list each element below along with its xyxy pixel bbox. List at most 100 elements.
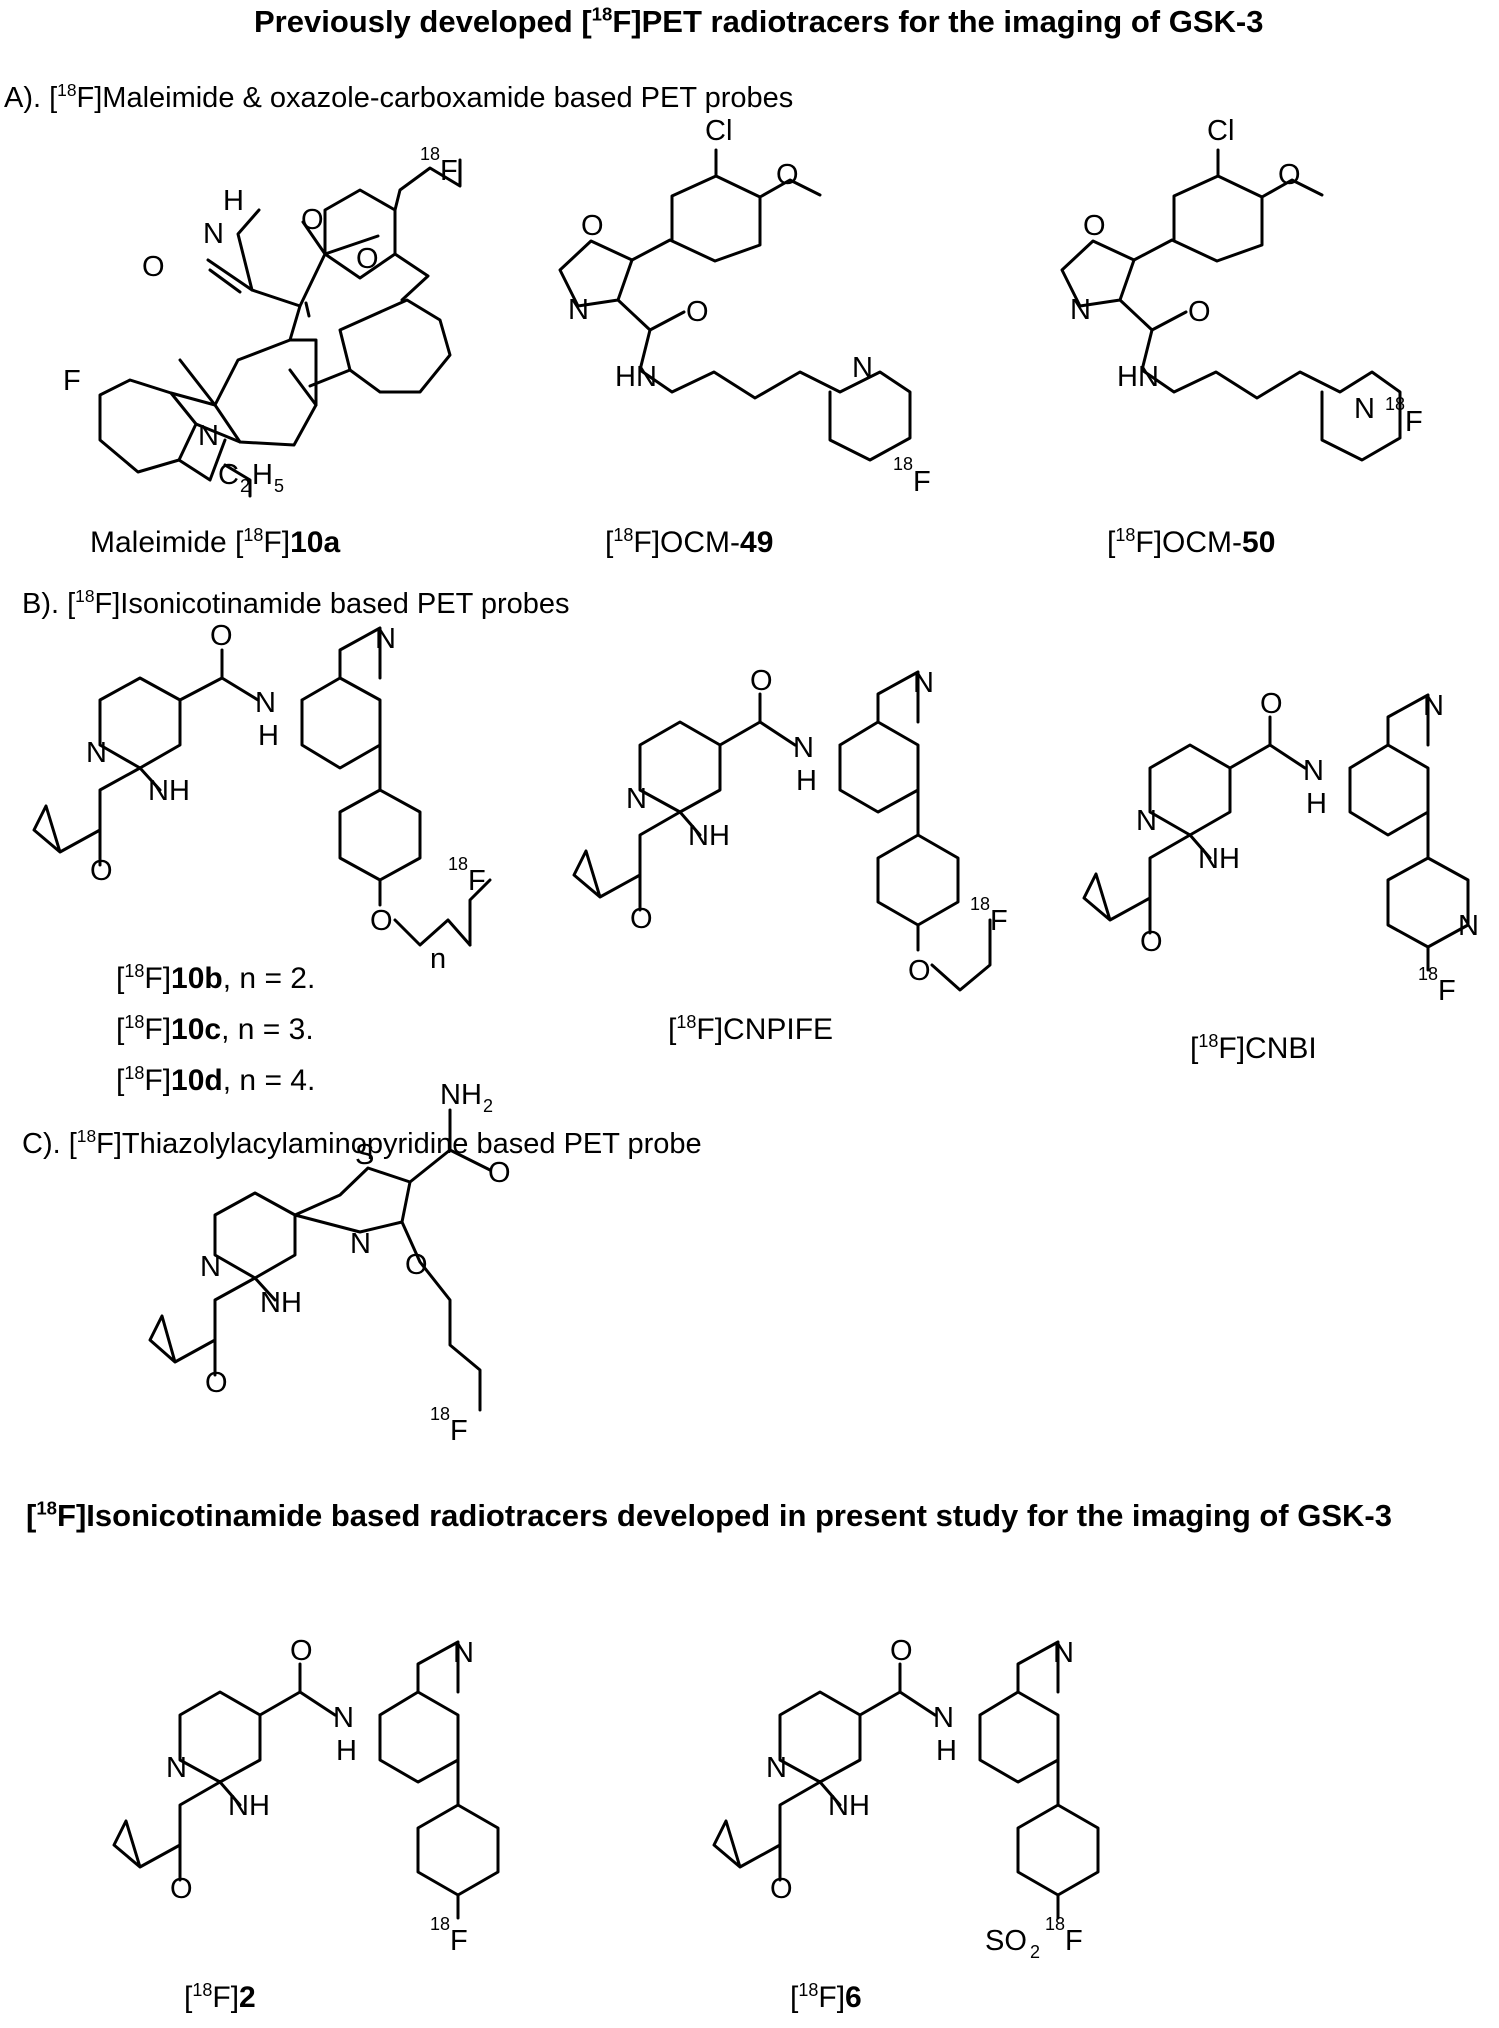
iso-18-cnbi: 18	[1418, 964, 1438, 984]
atom-O-amide-10b: O	[210, 620, 233, 652]
atom-F-indole: F	[63, 365, 81, 397]
structure-2: O N H N N NH O 18 F	[112, 1635, 500, 1957]
caption-ocm49: [18F]OCM-49	[605, 524, 774, 559]
atom-N-pyr-top-6: N	[1053, 1637, 1074, 1669]
iso-18-10a: 18	[420, 144, 440, 164]
atom-F-cnbi: F	[1438, 975, 1456, 1007]
atom-O-methoxy-49: O	[776, 159, 799, 191]
atom-O-cp-cnbi: O	[1140, 926, 1163, 958]
structure-thiazolyl: N S N NH NH 2 O O O 18 F	[148, 1079, 511, 1447]
atom-n-10b: n	[430, 943, 446, 975]
section-b-heading: B). [18F]Isonicotinamide based PET probe…	[22, 586, 570, 620]
structure-cnbi: O N H N N NH O N 18 F	[1082, 688, 1479, 1007]
atom-H-amide-2: H	[336, 1735, 357, 1767]
atom-F-49: F	[913, 466, 931, 498]
atom-N-pyr-top-cnpife: N	[913, 667, 934, 699]
caption-10d: [18F]10d, n = 4.	[116, 1062, 316, 1097]
atom-H-imide: H	[223, 185, 244, 217]
atom-H-amide-cnpife: H	[796, 765, 817, 797]
iso-18-6: 18	[1045, 1914, 1065, 1934]
atom-O-amide-cnpife: O	[750, 665, 773, 697]
atom-N-indole: N	[198, 420, 219, 452]
caption-cnpife: [18F]CNPIFE	[668, 1011, 834, 1046]
figure-title-bottom: [18F]Isonicotinamide based radiotracers …	[26, 1497, 1392, 1533]
iso-18-49: 18	[893, 454, 913, 474]
atom-F-50: F	[1405, 406, 1423, 438]
atom-O-cp-6: O	[770, 1873, 793, 1905]
atom-N-oxazole-50: N	[1070, 294, 1091, 326]
atom-N-amide-cnpife: N	[793, 732, 814, 764]
atom-F-cnpife: F	[990, 905, 1008, 937]
atom-O-ether: O	[356, 243, 379, 275]
atom-N-pyr-bottom-cnbi: N	[1458, 910, 1479, 942]
atom-N-pyr-50: N	[1354, 393, 1375, 425]
atom-N-amide-cnbi: N	[1303, 755, 1324, 787]
atom-O-amide-50: O	[1188, 296, 1211, 328]
atom-N-pyr-6: N	[766, 1752, 787, 1784]
atom-N-pyr-2: N	[166, 1752, 187, 1784]
atom-F-10b: F	[468, 865, 486, 897]
atom-F-18-10a: F	[440, 155, 458, 187]
atom-O-amide-cnbi: O	[1260, 688, 1283, 720]
caption-10a: Maleimide [18F]10a	[90, 524, 341, 559]
iso-18-10b: 18	[448, 854, 468, 874]
atom-H-amide-10b: H	[258, 720, 279, 752]
atom-NH-6: NH	[828, 1790, 870, 1822]
caption-2: [18F]2	[184, 1979, 256, 2014]
structure-cnpife: O N H N N NH O O 18 F	[572, 665, 1008, 992]
structure-ocm50: Cl O O N O HN N 18 F	[1060, 115, 1423, 462]
caption-10b: [18F]10b, n = 2.	[116, 960, 316, 995]
atom-N-pyr-top-cnbi: N	[1423, 690, 1444, 722]
atom-O-amide-6: O	[890, 1635, 913, 1667]
iso-18-cnpife: 18	[970, 894, 990, 914]
atom-C-ethyl: C	[218, 459, 239, 491]
atom-N-pyr-49: N	[852, 352, 873, 384]
atom-N-nh2-thz: NH	[440, 1079, 482, 1111]
atom-N-imide: N	[203, 218, 224, 250]
atom-NH-cnpife: NH	[688, 820, 730, 852]
atom-O-oxazole-49: O	[581, 210, 604, 242]
atom-SO-6: SO	[985, 1925, 1027, 1957]
atom-HN-50: HN	[1117, 361, 1159, 393]
iso-18-2: 18	[430, 1914, 450, 1934]
atom-N-pyr-top-2: N	[453, 1637, 474, 1669]
caption-10c: [18F]10c, n = 3.	[116, 1011, 314, 1046]
atom-O-ether-10b: O	[370, 905, 393, 937]
atom-N-amide-2: N	[333, 1702, 354, 1734]
atom-O-amide-49: O	[686, 296, 709, 328]
atom-O-cp-cnpife: O	[630, 903, 653, 935]
atom-F-6: F	[1065, 1925, 1083, 1957]
caption-ocm50: [18F]OCM-50	[1107, 524, 1276, 559]
sub-2-so2-6: 2	[1030, 1942, 1040, 1962]
section-a-heading: A). [18F]Maleimide & oxazole-carboxamide…	[4, 80, 794, 114]
atom-NH-2: NH	[228, 1790, 270, 1822]
atom-F-2: F	[450, 1925, 468, 1957]
atom-S-thz: S	[355, 1139, 374, 1171]
caption-6: [18F]6	[790, 1979, 862, 2014]
atom-N-pyr-thz: N	[200, 1251, 221, 1283]
atom-Cl-50: Cl	[1207, 115, 1234, 147]
atom-O-amide-thz: O	[488, 1157, 511, 1189]
atom-N-thz: N	[350, 1228, 371, 1260]
atom-O-methoxy-50: O	[1278, 159, 1301, 191]
atom-O-amide-2: O	[290, 1635, 313, 1667]
atom-O-cp-thz: O	[205, 1367, 228, 1399]
sub-2-nh2-thz: 2	[483, 1096, 493, 1116]
figure-title-top: Previously developed [18F]PET radiotrace…	[254, 3, 1264, 39]
atom-NH-thz: NH	[260, 1287, 302, 1319]
atom-O-right: O	[301, 204, 324, 236]
atom-O-cp-10b: O	[90, 855, 113, 887]
atom-N-oxazole-49: N	[568, 294, 589, 326]
atom-NH-cnbi: NH	[1198, 843, 1240, 875]
sub-2-ethyl: 2	[240, 476, 250, 496]
atom-N-amide-6: N	[933, 1702, 954, 1734]
atom-N-pyr-cnbi: N	[1136, 805, 1157, 837]
section-c-heading: C). [18F]Thiazolylacylaminopyridine base…	[22, 1126, 702, 1160]
iso-18-thz: 18	[430, 1404, 450, 1424]
iso-18-50: 18	[1385, 394, 1405, 414]
atom-O-ether-cnpife: O	[908, 955, 931, 987]
atom-NH-amide-10b: N	[255, 687, 276, 719]
atom-N-pyr-top-10b: N	[375, 623, 396, 655]
atom-Cl-49: Cl	[705, 115, 732, 147]
